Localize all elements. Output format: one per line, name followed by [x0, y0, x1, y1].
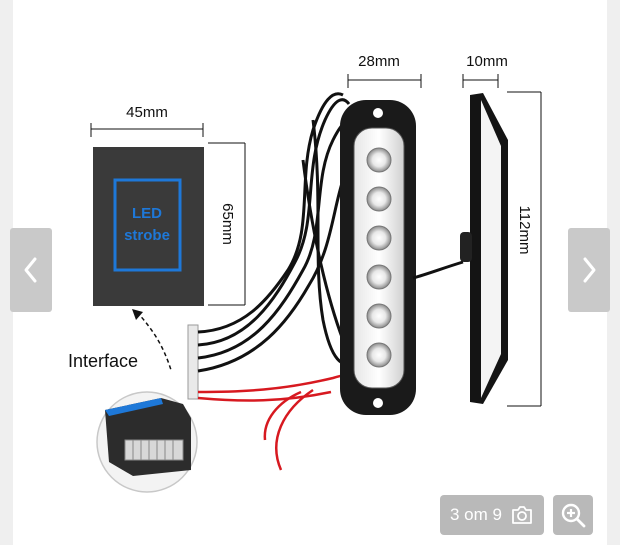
chevron-right-icon: [583, 257, 596, 283]
strobe-box-label-frame: [113, 178, 182, 272]
image-counter-label: 3 om 9: [450, 505, 502, 524]
next-image-button[interactable]: [568, 228, 610, 312]
previous-image-button[interactable]: [10, 228, 52, 312]
strobe-control-box: [93, 147, 204, 306]
dimension-light-depth: 10mm: [466, 53, 508, 70]
dimension-box-height: 65mm: [219, 203, 236, 245]
image-counter[interactable]: 3 om 9: [440, 495, 544, 535]
product-image: LED strobe 45mm 65mm Interface: [68, 53, 542, 493]
led-array: [366, 147, 392, 368]
camera-icon: [512, 506, 532, 524]
strobe-box-label-line1: LED: [132, 205, 162, 222]
product-image-stage: LED strobe 45mm 65mm Interface: [13, 0, 607, 545]
interface-label: Interface: [68, 351, 138, 371]
zoom-button[interactable]: [553, 495, 593, 535]
dimension-light-width: 28mm: [358, 53, 400, 70]
dimension-box-width: 45mm: [126, 104, 168, 121]
strobe-box-label-line2: strobe: [124, 227, 170, 244]
dimension-light-height: 112mm: [516, 206, 533, 255]
plug-connector: [187, 324, 199, 400]
zoom-in-icon: [561, 503, 586, 528]
chevron-left-icon: [24, 257, 37, 283]
